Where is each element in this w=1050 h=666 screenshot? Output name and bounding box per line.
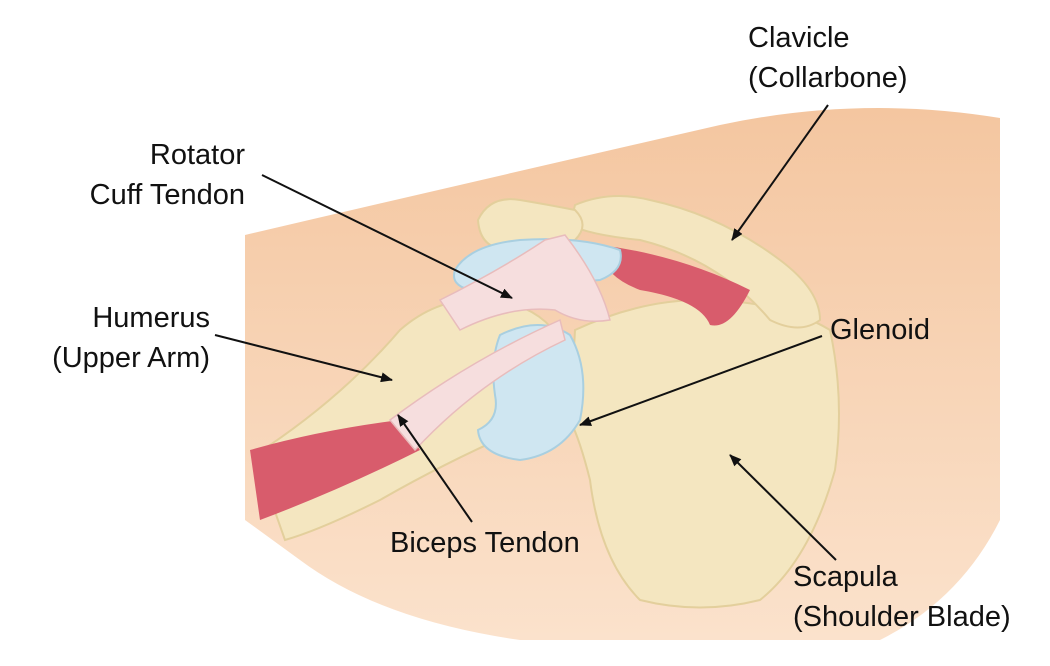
biceps-label: Biceps Tendon (390, 523, 580, 563)
biceps-muscle (250, 420, 420, 520)
rotator-cuff-label-line2: Cuff Tendon (89, 179, 245, 211)
biceps-tendon (388, 318, 566, 452)
humerus-label: Humerus (Upper Arm) (52, 298, 210, 378)
humerus-arrow (214, 334, 393, 383)
scapula-label-line2: (Shoulder Blade) (793, 601, 1011, 633)
glenoid-label-line1: Glenoid (830, 314, 930, 346)
humerus-label-line1: Humerus (92, 302, 210, 334)
clavicle-arrow (731, 104, 829, 241)
humerus-label-line2: (Upper Arm) (52, 342, 210, 374)
rotator-cuff-tendon (438, 234, 611, 331)
glenoid-arrow (579, 335, 823, 426)
clavicle-bone (568, 195, 822, 329)
scapula-label-line1: Scapula (793, 561, 898, 593)
glenoid-label: Glenoid (830, 310, 930, 350)
subclavius-muscle (600, 245, 750, 326)
rotator-cuff-label: Rotator Cuff Tendon (90, 135, 245, 215)
clavicle-label: Clavicle (Collarbone) (748, 18, 908, 98)
biceps-arrow (397, 414, 473, 523)
scapula-label: Scapula (Shoulder Blade) (793, 557, 1011, 637)
clavicle-label-line2: (Collarbone) (748, 62, 908, 94)
biceps-label-line1: Biceps Tendon (390, 527, 580, 559)
rotator-cuff-arrow (261, 174, 513, 299)
scapula-arrow (729, 454, 837, 561)
rotator-cuff-label-line1: Rotator (149, 139, 245, 171)
clavicle-label-line1: Clavicle (748, 22, 850, 54)
